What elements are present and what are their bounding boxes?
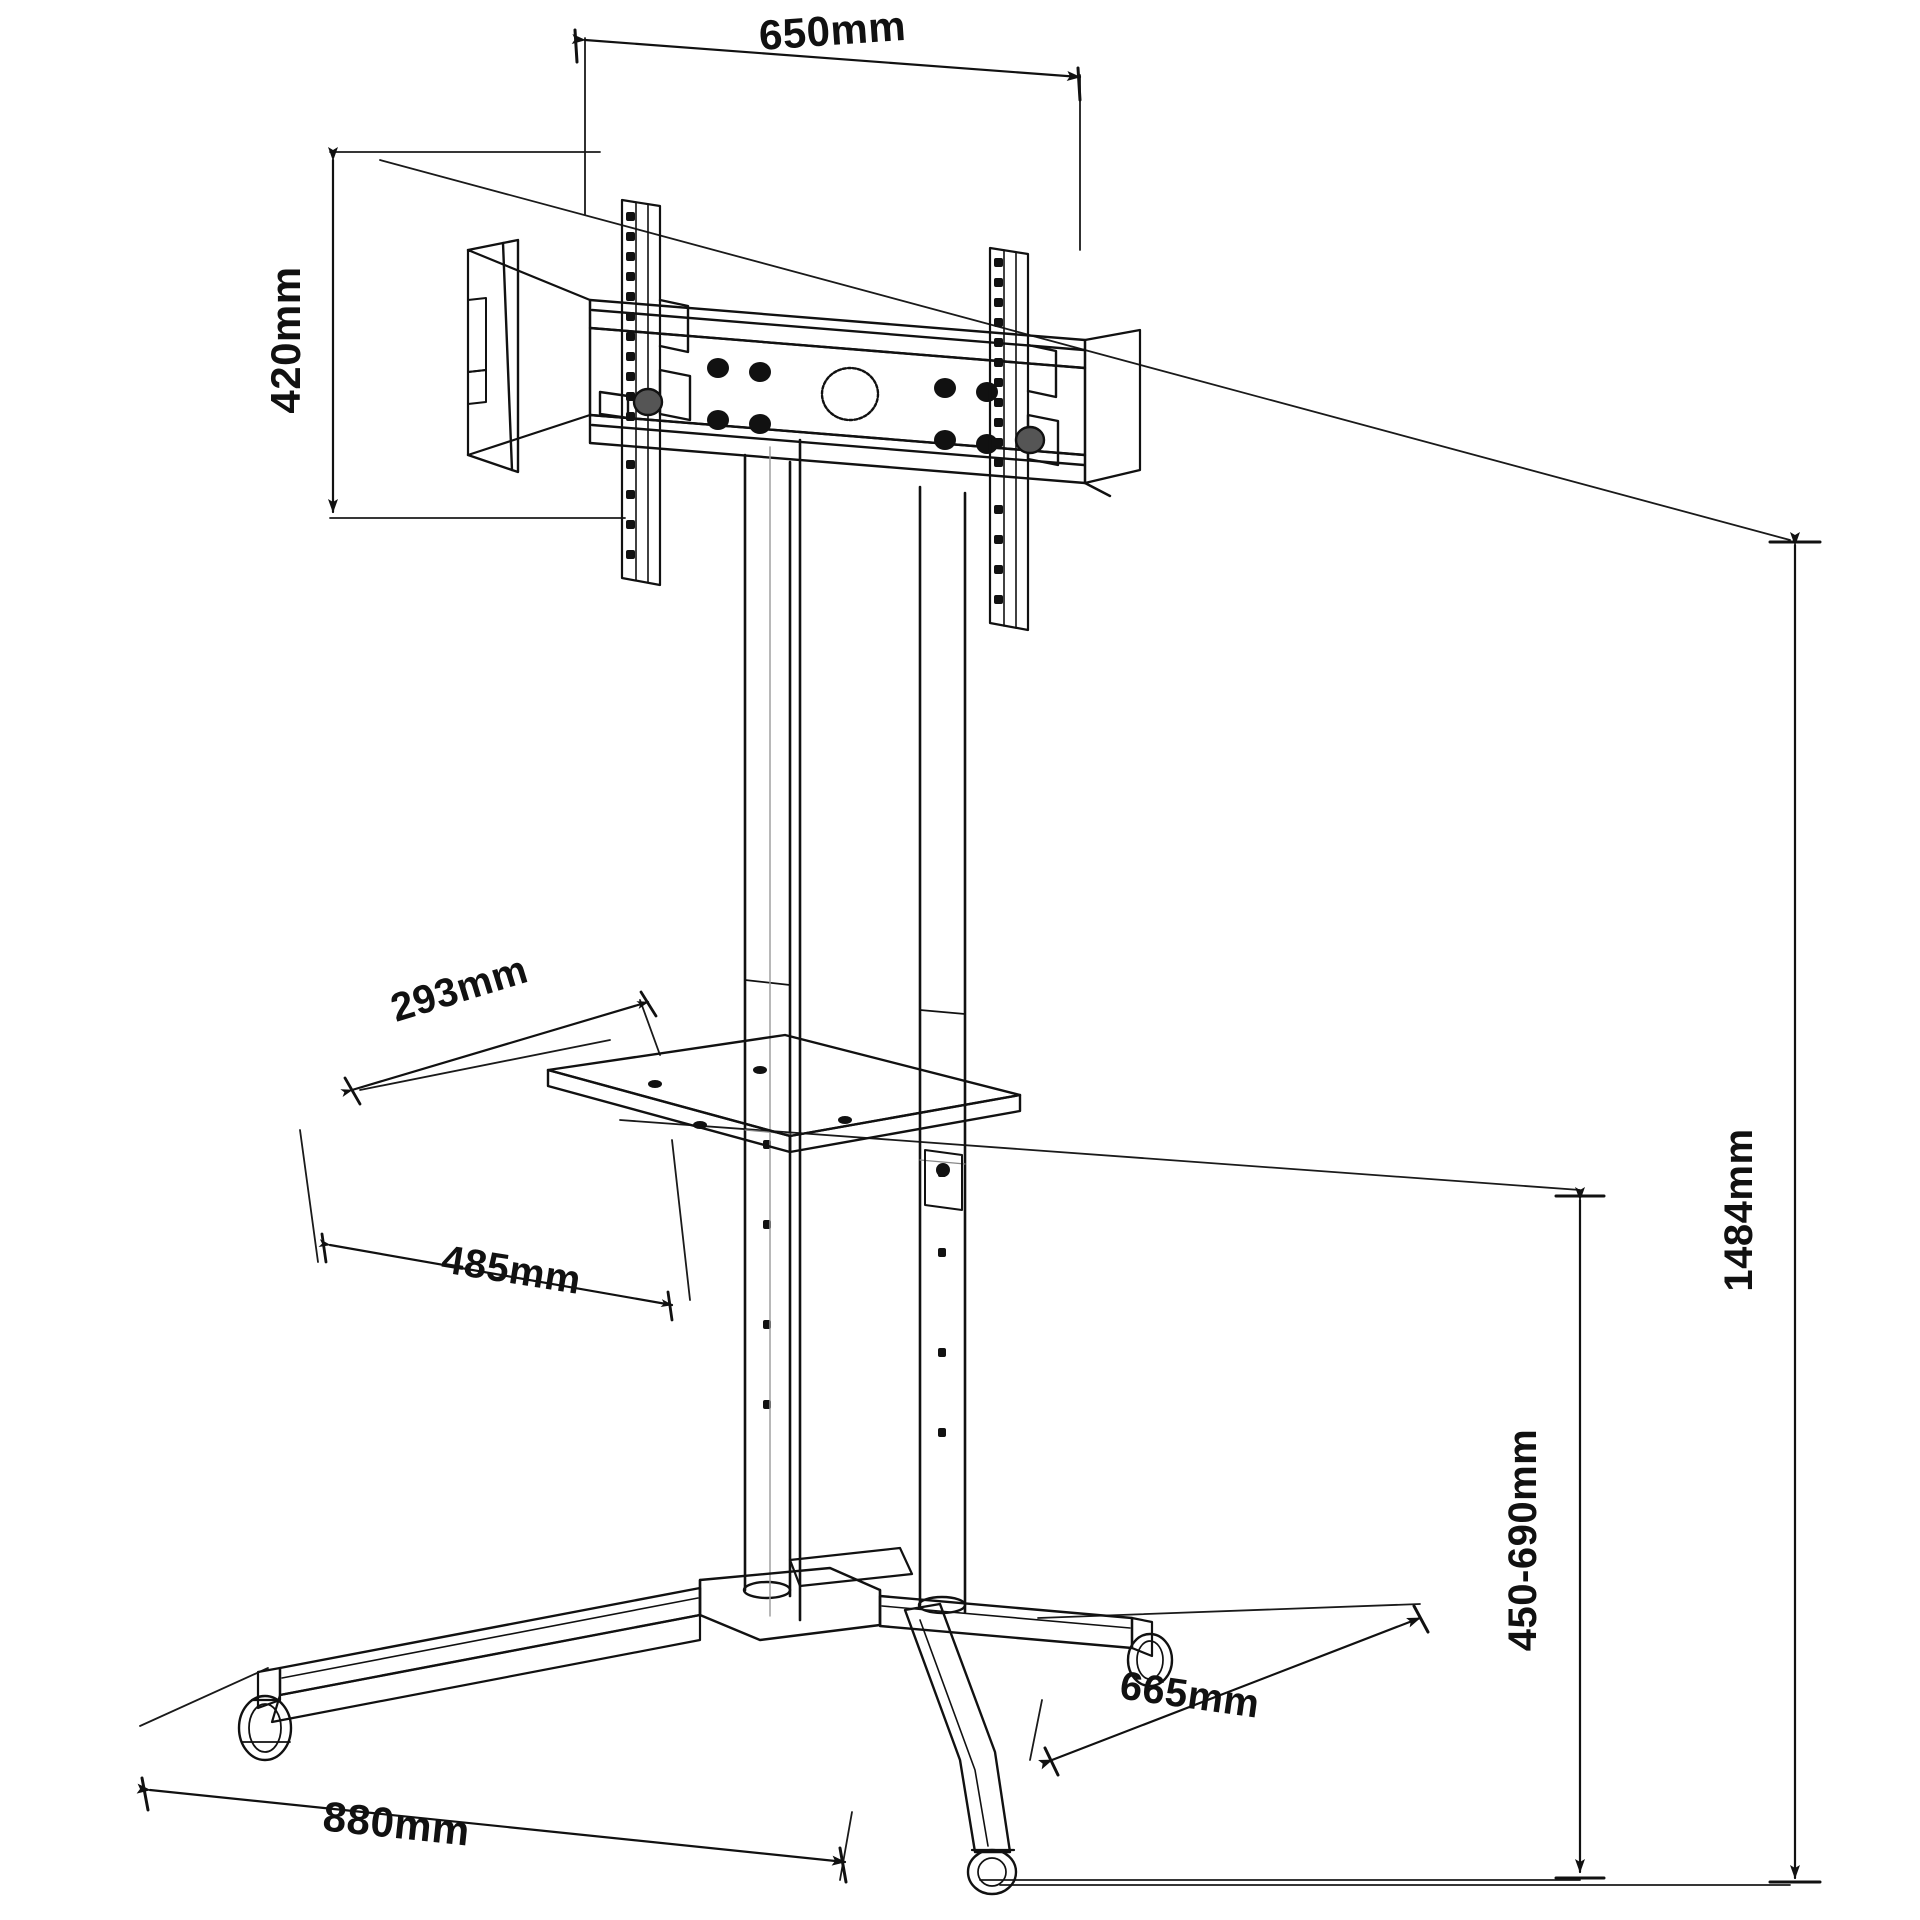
dimension-label-293mm: 293mm [386, 947, 533, 1030]
adapter-perforations-right [994, 258, 1003, 604]
dimension-880mm [136, 1776, 848, 1884]
dimension-1484mm [1768, 532, 1822, 1884]
dimension-293mm [340, 990, 658, 1106]
dimension-label-485mm: 485mm [439, 1237, 585, 1302]
dimension-label-665mm: 665mm [1117, 1664, 1262, 1727]
base-leg-front-left [256, 1586, 702, 1724]
dimension-485mm [318, 1232, 674, 1322]
shelf-fixing-holes [648, 1066, 852, 1129]
dimension-label-880mm: 880mm [321, 1793, 472, 1855]
dimension-label-450-690mm: 450-690mm [1501, 1429, 1545, 1651]
dimension-label-1484mm: 1484mm [1717, 1128, 1761, 1291]
dimension-label-420mm: 420mm [262, 266, 309, 413]
caster-wheel-rear [966, 1848, 1018, 1896]
column-right [917, 485, 967, 1615]
column-left [742, 453, 792, 1600]
dimension-665mm [1038, 1604, 1430, 1777]
tv-mount-bracket [466, 238, 1142, 498]
dimension-450-690mm [1554, 1187, 1606, 1880]
center-cutout [820, 366, 880, 422]
vertical-adapter-arm-left [598, 198, 692, 587]
vertical-adapter-arm-right [988, 246, 1060, 632]
vesa-hole-group [707, 358, 998, 454]
dimension-650mm [571, 28, 1082, 102]
column-left-inner [769, 438, 802, 1622]
caster-wheel-left [237, 1694, 293, 1762]
dimension-label-650mm: 650mm [757, 2, 907, 59]
av-shelf [546, 1033, 1022, 1211]
tilt-pivot-right [1014, 343, 1060, 467]
tilt-pivot-left [598, 298, 692, 422]
base-leg-rear [903, 1602, 1012, 1854]
adapter-perforations-left [626, 212, 635, 559]
